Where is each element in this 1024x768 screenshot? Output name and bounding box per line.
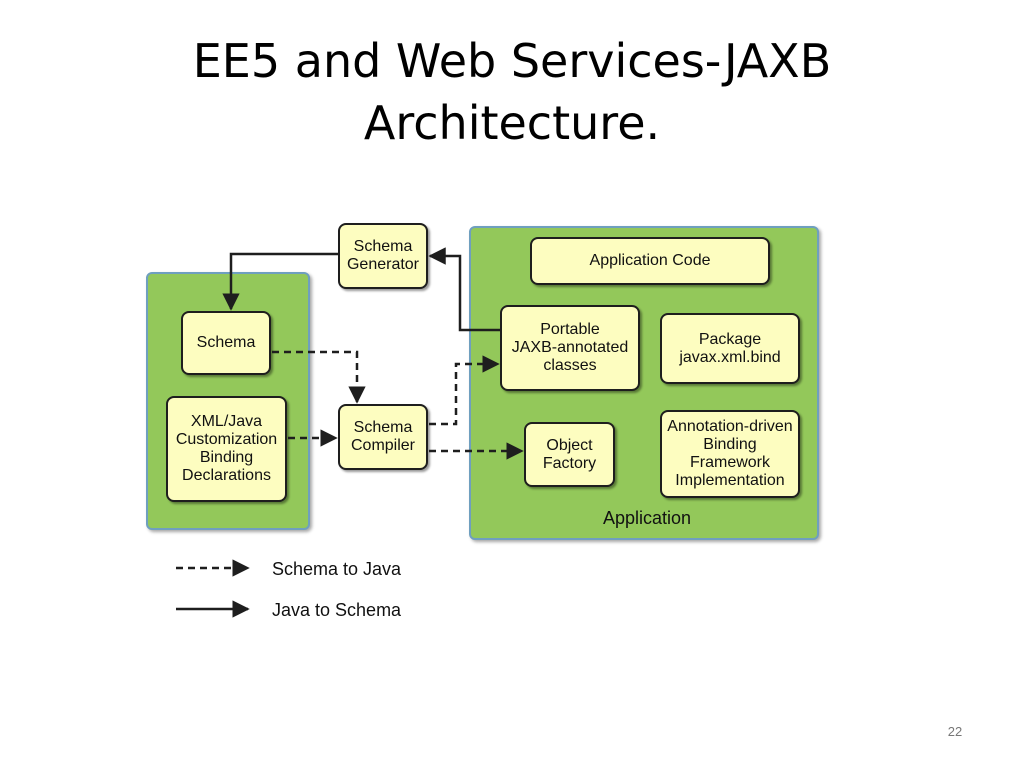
portable-classes-box: Portable JAXB-annotated classes bbox=[500, 305, 640, 391]
binding-framework-line-4: Implementation bbox=[675, 472, 785, 489]
object-factory-line-2: Factory bbox=[542, 454, 597, 472]
schema-label: Schema bbox=[196, 334, 256, 351]
arrow-schema-to-compiler bbox=[272, 350, 366, 404]
application-code-label: Application Code bbox=[589, 252, 711, 269]
package-box: Package javax.xml.bind bbox=[660, 313, 800, 384]
customization-line-1: XML/Java bbox=[190, 413, 263, 430]
slide-title: EE5 and Web Services-JAXB Architecture. bbox=[0, 30, 1024, 154]
schema-generator-box: Schema Generator bbox=[338, 223, 428, 289]
application-group-label: Application bbox=[603, 508, 692, 528]
binding-framework-line-2: Binding bbox=[703, 436, 757, 453]
title-line-1: EE5 and Web Services-JAXB bbox=[192, 34, 832, 88]
schema-generator-line-1: Schema bbox=[353, 238, 413, 255]
object-factory-box: Object Factory bbox=[524, 422, 615, 487]
customization-box: XML/Java Customization Binding Declarati… bbox=[166, 396, 287, 502]
customization-line-3: Binding bbox=[199, 449, 254, 466]
schema-compiler-line-2: Compiler bbox=[350, 437, 415, 454]
legend-solid-label: Java to Schema bbox=[272, 600, 402, 620]
object-factory-line-1: Object bbox=[546, 436, 593, 454]
schema-compiler-box: Schema Compiler bbox=[338, 404, 428, 470]
title-line-2: Architecture. bbox=[363, 96, 661, 150]
package-line-2: javax.xml.bind bbox=[679, 348, 781, 366]
application-code-box: Application Code bbox=[530, 237, 770, 285]
schema-generator-line-2: Generator bbox=[346, 256, 420, 273]
arrow-compiler-to-classes bbox=[429, 355, 500, 426]
page-number: 22 bbox=[947, 724, 963, 739]
customization-line-2: Customization bbox=[175, 431, 278, 448]
binding-framework-line-3: Framework bbox=[689, 454, 770, 471]
portable-classes-line-3: classes bbox=[543, 357, 597, 374]
binding-framework-box: Annotation-driven Binding Framework Impl… bbox=[660, 410, 800, 498]
schema-compiler-line-1: Schema bbox=[353, 419, 413, 436]
arrow-classes-to-generator bbox=[428, 247, 500, 332]
binding-framework-line-1: Annotation-driven bbox=[667, 418, 793, 435]
legend-dashed-label: Schema to Java bbox=[272, 559, 402, 579]
arrow-generator-to-schema bbox=[222, 252, 338, 311]
customization-line-4: Declarations bbox=[182, 467, 271, 484]
package-line-1: Package bbox=[698, 330, 762, 348]
portable-classes-line-2: JAXB-annotated bbox=[511, 339, 629, 356]
portable-classes-line-1: Portable bbox=[540, 321, 600, 338]
schema-box: Schema bbox=[181, 311, 271, 375]
